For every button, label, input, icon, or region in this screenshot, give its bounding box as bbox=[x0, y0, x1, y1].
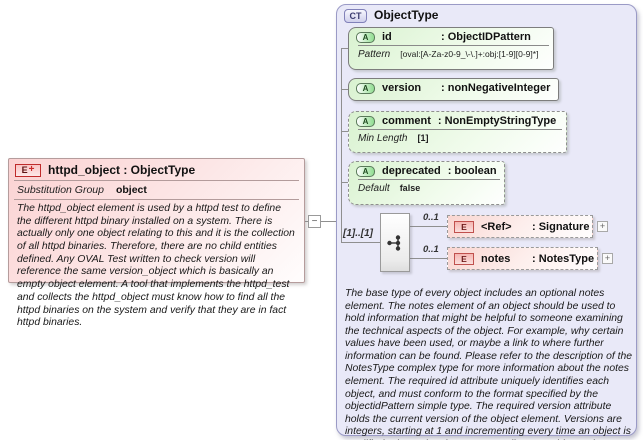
notes-element-name: notes bbox=[481, 252, 511, 265]
attribute-version-node[interactable]: A version : nonNegativeInteger bbox=[348, 78, 559, 101]
attribute-deprecated-name: deprecated bbox=[382, 165, 441, 177]
attribute-deprecated-node[interactable]: A deprecated : boolean Default false bbox=[348, 161, 505, 205]
stub-line-deprecated bbox=[341, 182, 348, 183]
substitution-group-label: Substitution Group bbox=[17, 184, 104, 196]
attribute-deprecated-type: : boolean bbox=[447, 165, 497, 177]
attribute-icon: A bbox=[356, 82, 375, 94]
element-icon: E bbox=[454, 252, 474, 265]
substitution-group-row: Substitution Group object bbox=[9, 181, 304, 199]
facet-pattern-value: [oval:[A-Za-z0-9_\-\.]+:obj:[1-9][0-9]*] bbox=[400, 49, 539, 59]
notes-element-node[interactable]: E notes : NotesType bbox=[447, 247, 598, 270]
element-plus-icon: E+ bbox=[15, 163, 41, 177]
element-icon-letter: E bbox=[21, 165, 28, 175]
sequence-cardinality: [1]..[1] bbox=[343, 228, 373, 239]
ref-cardinality: 0..1 bbox=[423, 212, 439, 223]
httpd-object-title: httpd_object : ObjectType bbox=[48, 163, 196, 177]
attribute-icon: A bbox=[356, 115, 375, 127]
notes-element-type: : NotesType bbox=[532, 252, 595, 265]
ref-element-name: <Ref> bbox=[481, 220, 512, 233]
attribute-id-type: : ObjectIDPattern bbox=[441, 31, 531, 43]
sequence-icon bbox=[387, 234, 401, 251]
objecttype-title: ObjectType bbox=[374, 8, 439, 22]
notes-cardinality: 0..1 bbox=[423, 244, 439, 255]
stub-line-sequence bbox=[341, 242, 380, 243]
collapse-button[interactable]: − bbox=[308, 215, 321, 228]
ref-expand-button[interactable]: + bbox=[597, 221, 608, 232]
facet-minlength-label: Min Length bbox=[358, 133, 408, 144]
sequence-compositor[interactable] bbox=[380, 213, 410, 272]
ref-element-node[interactable]: E <Ref> : Signature bbox=[447, 215, 593, 238]
divider bbox=[14, 180, 299, 181]
complextype-icon: CT bbox=[344, 9, 367, 23]
attribute-version-type: : nonNegativeInteger bbox=[441, 82, 551, 94]
notes-expand-button[interactable]: + bbox=[602, 253, 613, 264]
attribute-comment-type: : NonEmptyStringType bbox=[437, 115, 557, 127]
plus-glyph: + bbox=[28, 164, 35, 175]
facet-minlength-value: [1] bbox=[417, 133, 429, 143]
attribute-comment-node[interactable]: A comment : NonEmptyStringType Min Lengt… bbox=[348, 111, 567, 153]
divider bbox=[14, 199, 299, 200]
ref-element-type: : Signature bbox=[532, 220, 590, 233]
stub-line-comment bbox=[341, 131, 348, 132]
facet-default-label: Default bbox=[358, 183, 390, 194]
element-icon: E bbox=[454, 220, 474, 233]
line-to-notes bbox=[410, 258, 447, 259]
attribute-id-node[interactable]: A id : ObjectIDPattern Pattern [oval:[A-… bbox=[348, 27, 554, 70]
objecttype-description: The base type of every object includes a… bbox=[345, 288, 633, 440]
httpd-object-header: E+ httpd_object : ObjectType bbox=[9, 159, 304, 180]
httpd-object-node[interactable]: E+ httpd_object : ObjectType Substitutio… bbox=[8, 158, 305, 328]
attribute-version-name: version bbox=[382, 82, 422, 94]
line-to-ref bbox=[410, 226, 447, 227]
facet-default-value: false bbox=[399, 183, 421, 193]
stub-line-id bbox=[341, 48, 348, 49]
facet-pattern-label: Pattern bbox=[358, 49, 391, 60]
attribute-id-name: id bbox=[382, 31, 392, 43]
httpd-object-description: The httpd_object element is used by a ht… bbox=[17, 203, 295, 329]
attr-tree-line bbox=[341, 48, 342, 242]
substitution-group-value: object bbox=[115, 184, 147, 196]
stub-line-version bbox=[341, 89, 348, 90]
attribute-icon: A bbox=[356, 31, 375, 43]
attribute-icon: A bbox=[356, 165, 375, 177]
attribute-comment-name: comment bbox=[382, 115, 431, 127]
